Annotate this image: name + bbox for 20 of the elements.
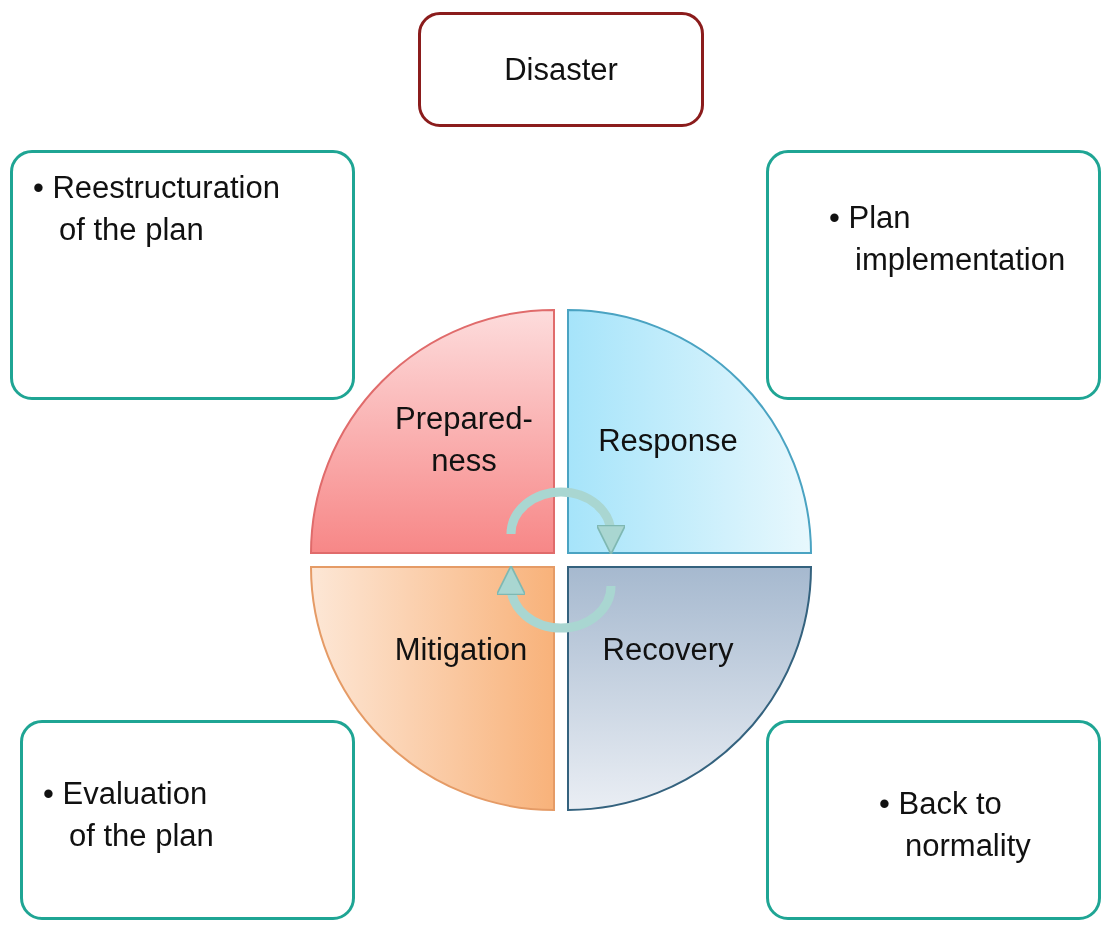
- event-label: Disaster: [504, 51, 618, 88]
- phase-label: Prepared- ness: [394, 400, 534, 480]
- bullet-text: • Evaluation of the plan: [43, 775, 215, 855]
- note-box: [10, 150, 355, 400]
- quadrant-segment: [568, 310, 811, 553]
- bullet-text: • Reestructuration of the plan: [33, 169, 281, 249]
- bullet-text: • Back to normality: [879, 785, 1032, 865]
- cycle-arrow: [506, 487, 626, 555]
- cycle-arrow: [496, 565, 616, 633]
- phase-label: Response: [597, 422, 739, 460]
- phase-label: Mitigation: [393, 631, 529, 669]
- quadrant-segment: [568, 567, 811, 810]
- phase-label: Recovery: [601, 631, 735, 669]
- quadrant-segment: [311, 310, 554, 553]
- quadrant-segment: [311, 567, 554, 810]
- event-box: [418, 12, 704, 127]
- note-box: [766, 150, 1101, 400]
- bullet-text: • Plan implementation: [829, 199, 1067, 279]
- note-box: [20, 720, 355, 920]
- note-box: [766, 720, 1101, 920]
